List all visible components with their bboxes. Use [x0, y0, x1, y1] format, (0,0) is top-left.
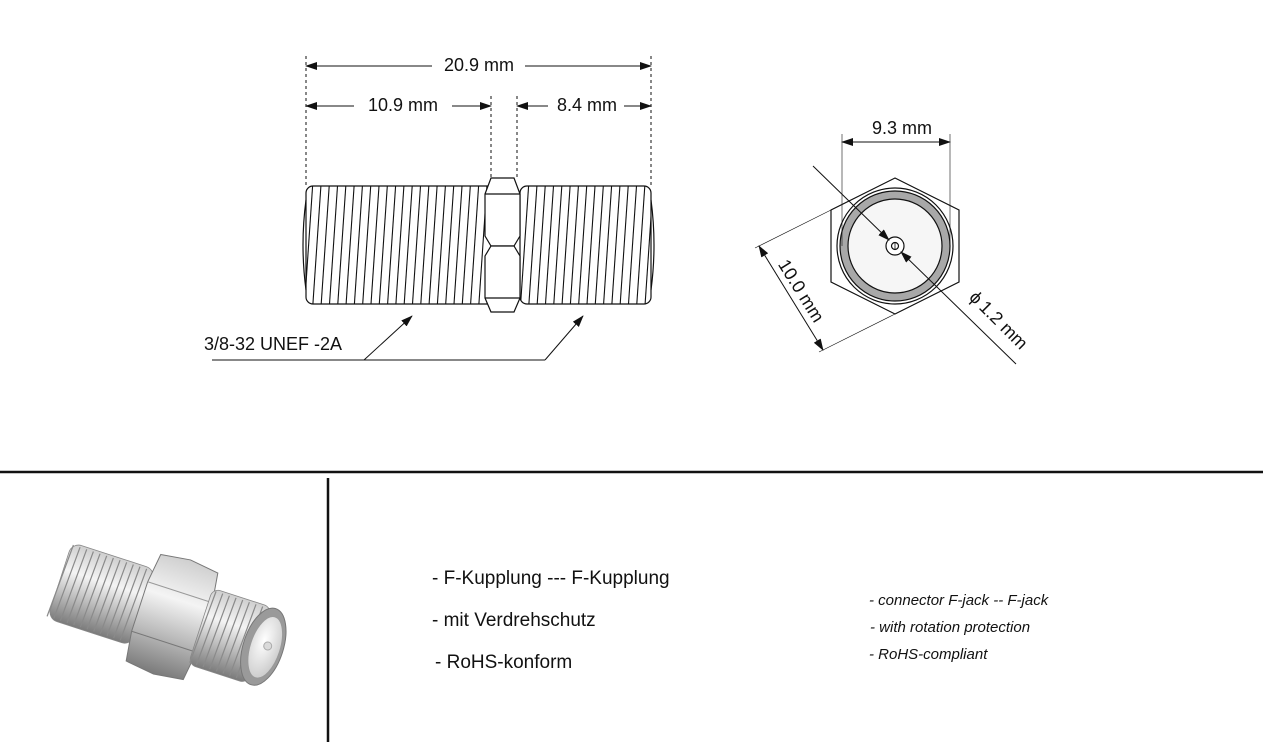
- thread-line: [312, 186, 322, 304]
- thread-line: [99, 562, 128, 634]
- thread-line: [66, 551, 94, 624]
- thread-line: [561, 186, 571, 304]
- thread-line: [353, 186, 363, 304]
- thread-line: [119, 568, 148, 641]
- thread-line: [436, 186, 446, 304]
- thread-line: [106, 564, 134, 637]
- thread-line: [461, 186, 471, 304]
- pin-diameter-group: ϕ 1.2 mm: [965, 287, 1031, 353]
- thread-line: [73, 553, 101, 626]
- thread-line: [378, 186, 388, 304]
- feature-list-english: - connector F-jack -- F-jack - with rota…: [869, 591, 1048, 672]
- coupler-side-view: [288, 177, 655, 313]
- thread-line: [445, 186, 455, 304]
- front-dimensions: [754, 134, 1017, 365]
- thread-line: [395, 186, 405, 304]
- thread-line: [603, 186, 613, 304]
- thread-line: [453, 186, 463, 304]
- thread-line: [619, 186, 629, 304]
- thread-line: [644, 186, 651, 304]
- thread-line: [79, 555, 108, 628]
- thread-line: [420, 186, 430, 304]
- thread-line: [202, 595, 230, 668]
- thread-line: [403, 186, 413, 304]
- thread-line: [520, 186, 530, 304]
- coupler-front-view: [830, 177, 960, 315]
- thread-line: [320, 186, 330, 304]
- feature-en-item: - with rotation protection: [870, 619, 1031, 636]
- dim-total-length: 20.9 mm: [444, 55, 514, 75]
- thread-line: [636, 186, 646, 304]
- thread-line: [93, 559, 121, 632]
- thread-line: [345, 186, 355, 304]
- thread-line: [370, 186, 380, 304]
- feature-de-item: - F-Kupplung --- F-Kupplung: [432, 568, 670, 589]
- thread-line: [86, 557, 114, 630]
- thread-line: [536, 186, 546, 304]
- thread-line: [586, 186, 596, 304]
- thread-line: [594, 186, 604, 304]
- thread-line: [578, 186, 588, 304]
- thread-line: [59, 549, 88, 621]
- thread-spec-label: 3/8-32 UNEF -2A: [204, 334, 342, 354]
- thread-line: [189, 591, 217, 663]
- thread-line: [528, 186, 538, 304]
- side-dimensions: [212, 56, 652, 361]
- thread-line: [362, 186, 372, 304]
- dim-face-width: 9.3 mm: [872, 118, 932, 138]
- feature-de-item: - RoHS-konform: [435, 652, 573, 673]
- thread-line: [215, 599, 244, 672]
- product-photo: [46, 544, 287, 686]
- feature-en-item: - RoHS-compliant: [869, 646, 988, 663]
- thread-line: [229, 604, 257, 676]
- dim-right-length: 8.4 mm: [557, 95, 617, 115]
- dim-pin-diameter: 1.2 mm: [975, 297, 1032, 354]
- thread-line: [569, 186, 579, 304]
- thread-line: [46, 544, 74, 617]
- thread-line: [387, 186, 397, 304]
- thread-line: [306, 186, 314, 304]
- dim-left-length: 10.9 mm: [368, 95, 438, 115]
- thread-line: [209, 597, 237, 670]
- thread-line: [553, 186, 563, 304]
- thread-line: [195, 593, 224, 666]
- thread-line: [470, 186, 480, 304]
- thread-line: [53, 546, 81, 619]
- feature-en-item: - connector F-jack -- F-jack: [869, 592, 1049, 609]
- thread-line: [544, 186, 555, 304]
- feature-list-german: - F-Kupplung --- F-Kupplung - mit Verdre…: [432, 566, 670, 692]
- thread-line: [222, 601, 250, 674]
- thread-line: [428, 186, 438, 304]
- thread-line: [288, 186, 296, 304]
- feature-de-item: - mit Verdrehschutz: [432, 610, 596, 631]
- thread-line: [411, 186, 422, 304]
- thread-line: [113, 566, 141, 639]
- thread-line: [627, 186, 638, 304]
- thread-line: [337, 186, 347, 304]
- thread-line: [328, 186, 339, 304]
- thread-line: [611, 186, 621, 304]
